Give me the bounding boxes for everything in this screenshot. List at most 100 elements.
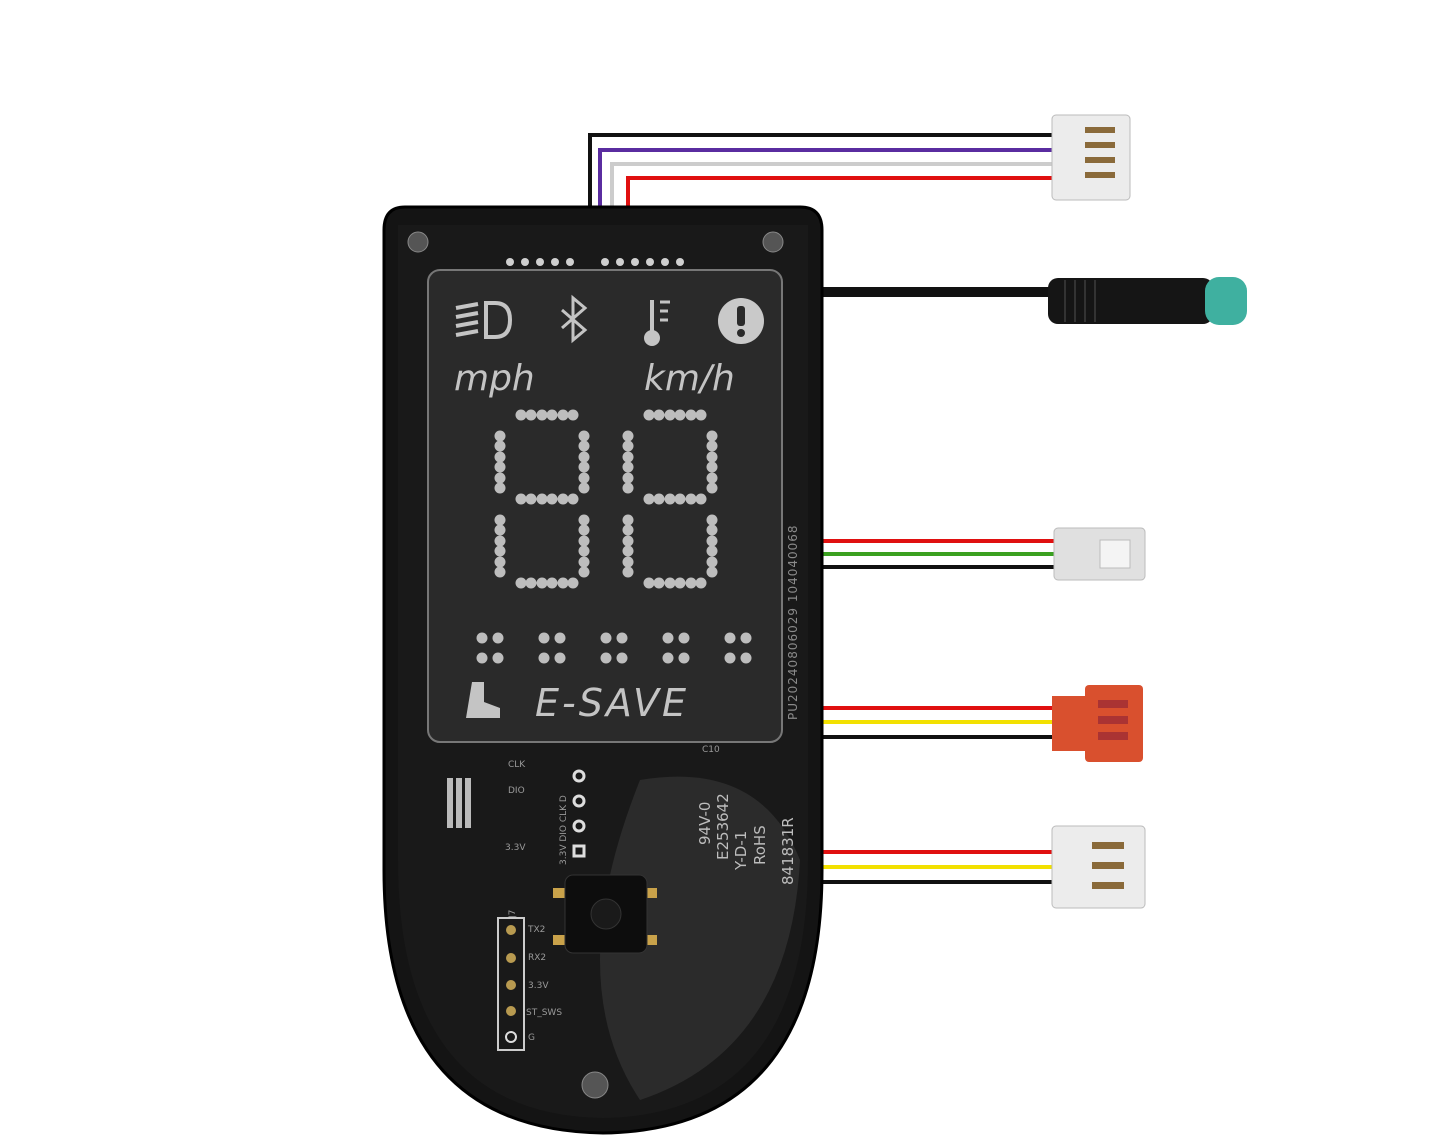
battery-dot <box>476 652 488 664</box>
digit-dot <box>578 482 590 494</box>
side-pin-strip <box>447 778 471 828</box>
digit-dot <box>494 566 506 578</box>
white-connector-2 <box>1053 527 1146 581</box>
battery-dot <box>678 632 690 644</box>
battery-dot <box>538 632 550 644</box>
digit-dot <box>622 451 634 463</box>
pcb-label-dio: DIO <box>508 786 525 796</box>
digit-dot <box>494 556 506 568</box>
digit-dot <box>622 535 634 547</box>
battery-dot <box>554 652 566 664</box>
unit-mph: mph <box>454 358 535 399</box>
digit-dot <box>622 566 634 578</box>
display-serial: PU20240806029 104040068 <box>786 524 800 720</box>
digit-dot <box>706 566 718 578</box>
pcb-label-rx2: RX2 <box>528 953 546 963</box>
digit-dot <box>494 461 506 473</box>
push-button[interactable] <box>553 874 657 954</box>
pcb-label-3v3-b: 3.3V <box>528 981 549 991</box>
digit-dot <box>578 461 590 473</box>
digit-dot <box>664 493 676 505</box>
digit-dot <box>578 566 590 578</box>
wire-group-3 <box>822 706 1056 739</box>
digit-dot <box>622 556 634 568</box>
digit-dot <box>664 577 676 589</box>
digit-dot <box>567 409 579 421</box>
teal-connector-tip <box>1205 277 1247 325</box>
digit-dot <box>494 545 506 557</box>
digit-dot <box>494 482 506 494</box>
battery-dot <box>616 652 628 664</box>
digit-dot <box>557 493 569 505</box>
digit-dot <box>525 577 537 589</box>
digit-dot <box>706 545 718 557</box>
battery-dot <box>600 632 612 644</box>
digit-dot <box>622 545 634 557</box>
speed-digits-dot-matrix <box>494 409 718 589</box>
digit-dot <box>706 440 718 452</box>
battery-dot <box>740 652 752 664</box>
digit-dot <box>674 409 686 421</box>
digit-dot <box>557 577 569 589</box>
digit-dot <box>695 577 707 589</box>
mount-hole <box>407 231 429 253</box>
digit-dot <box>494 430 506 442</box>
mount-hole <box>762 231 784 253</box>
top-wire-bundle <box>588 133 1055 210</box>
battery-dot <box>600 652 612 664</box>
digit-dot <box>578 524 590 536</box>
digit-dot <box>515 409 527 421</box>
mode-label: E-SAVE <box>535 681 689 725</box>
bluetooth-icon <box>561 294 588 344</box>
digit-dot <box>674 493 686 505</box>
digit-dot <box>567 493 579 505</box>
digit-dot <box>695 493 707 505</box>
white-connector-4 <box>1051 825 1146 909</box>
digit-dot <box>622 461 634 473</box>
mount-hole <box>581 1071 609 1099</box>
ul-rating: 94V-0 <box>696 802 714 845</box>
pcb-label-clk: CLK <box>508 760 526 770</box>
battery-dot <box>492 632 504 644</box>
digit-dot <box>567 577 579 589</box>
battery-dot <box>616 632 628 644</box>
digit-dot <box>515 493 527 505</box>
pcb-label-3v3: 3.3V <box>505 843 526 853</box>
battery-dot <box>554 632 566 644</box>
digit-dot <box>494 524 506 536</box>
digit-dot <box>525 409 537 421</box>
rohs-mark: RoHS <box>751 825 769 865</box>
digit-dot <box>536 577 548 589</box>
digit-dot <box>643 493 655 505</box>
top-white-connector <box>1051 114 1131 201</box>
battery-dot <box>476 632 488 644</box>
digit-dot <box>653 493 665 505</box>
digit-dot <box>622 524 634 536</box>
programming-pads <box>572 769 586 858</box>
digit-dot <box>706 514 718 526</box>
boot-eco-icon <box>466 682 500 718</box>
digit-dot <box>546 577 558 589</box>
battery-dot <box>538 652 550 664</box>
digit-dot <box>643 409 655 421</box>
red-connector-3 <box>1052 685 1143 762</box>
digit-dot <box>695 409 707 421</box>
digit-dot <box>622 514 634 526</box>
digit-dot <box>515 577 527 589</box>
top-header-pins <box>506 258 684 266</box>
digit-dot <box>685 577 697 589</box>
battery-dot-row <box>476 632 752 664</box>
date-code: Y-D-1 <box>732 831 750 871</box>
digit-dot <box>706 556 718 568</box>
digit-dot <box>706 430 718 442</box>
display-panel <box>427 269 783 743</box>
digit-dot <box>525 493 537 505</box>
digit-dot <box>706 524 718 536</box>
pcb-label-c10: C10 <box>702 745 720 755</box>
thermometer-icon <box>644 300 670 346</box>
digit-dot <box>706 535 718 547</box>
battery-dot <box>492 652 504 664</box>
ul-file: E253642 <box>714 793 732 860</box>
